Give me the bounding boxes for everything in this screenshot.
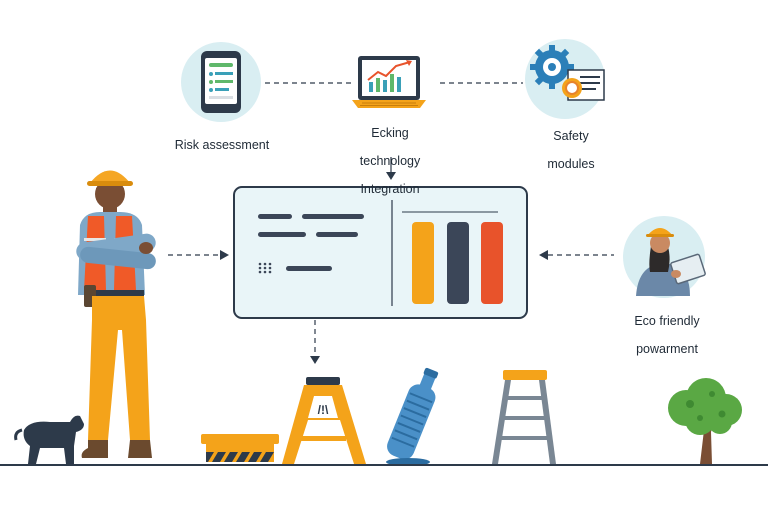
risk-assessment-label: Risk assessment xyxy=(160,124,284,166)
safety-modules-line2: modules xyxy=(547,157,595,171)
worker-figure xyxy=(76,170,156,458)
woman-tablet-figure xyxy=(636,228,706,296)
panel-text-line xyxy=(258,232,306,237)
eco-friendly-node xyxy=(623,216,706,298)
bar-orange xyxy=(412,222,434,304)
grid-dots-icon xyxy=(258,262,272,274)
tech-integration-label: Ecking technology Integration xyxy=(330,112,450,210)
caution-sign-icon: /!\ xyxy=(282,377,366,464)
tech-integration-node xyxy=(352,56,426,108)
arrowhead-down-icon xyxy=(386,172,396,180)
tree-icon xyxy=(668,378,742,464)
tech-integration-line2: technology xyxy=(359,154,421,168)
arrowhead-left-icon xyxy=(539,250,548,260)
laptop-chart-icon xyxy=(352,56,426,108)
svg-text:/!\: /!\ xyxy=(318,403,329,417)
ladder-icon xyxy=(492,370,556,464)
barrier-icon xyxy=(201,434,279,462)
safety-modules-line1: Safety xyxy=(553,129,589,143)
bar-red xyxy=(481,222,503,304)
eco-friendly-label: Eco friendly powarment xyxy=(612,300,722,370)
arrowhead-down-icon xyxy=(310,356,320,364)
risk-assessment-node xyxy=(181,42,261,122)
panel-text-line xyxy=(316,232,358,237)
arrowhead-right-icon xyxy=(220,250,229,260)
tech-integration-line3: Integration xyxy=(360,182,420,196)
hardhat-icon xyxy=(90,170,130,183)
eco-friendly-line2: powarment xyxy=(636,342,698,356)
safety-modules-node xyxy=(525,39,605,119)
risk-assessment-text: Risk assessment xyxy=(174,138,270,152)
phone-icon xyxy=(201,51,241,113)
dog-figure xyxy=(14,415,85,464)
bar-navy xyxy=(447,222,469,304)
bottle-icon xyxy=(386,367,439,466)
panel-text-line xyxy=(302,214,364,219)
safety-modules-label: Safety modules xyxy=(516,115,626,185)
central-dashboard-panel xyxy=(233,186,528,319)
eco-friendly-line1: Eco friendly xyxy=(634,314,700,328)
panel-text-line xyxy=(286,266,332,271)
gear-certificate-icon xyxy=(530,45,605,101)
tech-integration-line1: Ecking xyxy=(371,126,409,140)
panel-text-line xyxy=(258,214,292,219)
